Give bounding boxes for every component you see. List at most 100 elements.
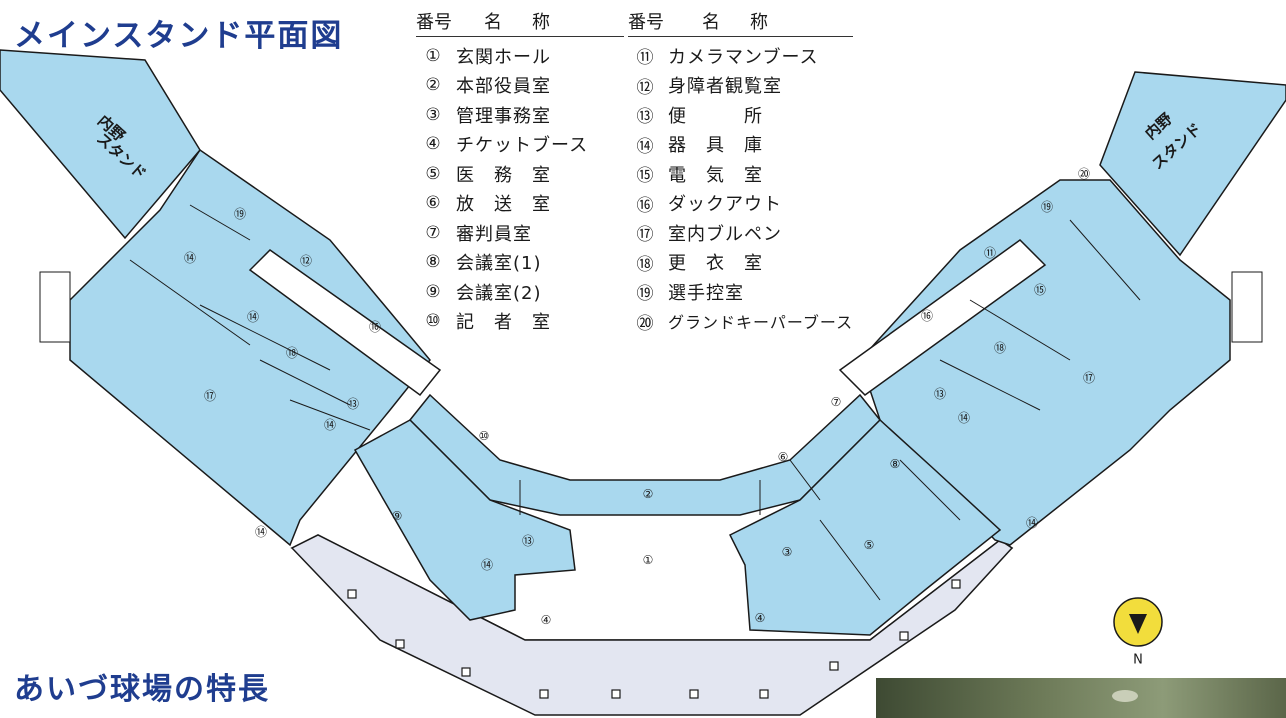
legend-num: ⑱ [636,254,654,275]
room-marker-14-e: ⑭ [481,558,493,572]
page-title: メインスタンド平面図 [14,18,344,54]
legend-name: 更 衣 室 [668,253,763,275]
room-marker-14-c: ⑭ [324,418,336,432]
concourse-posts [347,579,961,699]
room-marker-13-right: ⑬ [934,387,946,401]
legend-row: ① 玄関ホール [416,41,624,71]
legend-num: ⑲ [636,284,654,305]
legend-header-num: 番号 [416,12,452,33]
right-corridor [838,239,1047,396]
stadium-photo [876,678,1286,718]
legend-num: ⑯ [636,195,654,216]
legend-num: ⑪ [636,48,654,69]
legend-num: ④ [425,134,441,155]
room-marker-11: ⑪ [984,246,996,260]
legend-name: チケットブース [456,135,589,157]
room-marker-18-left: ⑱ [286,346,298,360]
legend-name: 会議室(2) [456,282,542,304]
legend-row: ⑦ 審判員室 [416,218,624,248]
room-marker-9: ⑨ [392,509,403,523]
legend-row: ② 本部役員室 [416,71,624,101]
legend-row: ⑨ 会議室(2) [416,277,624,307]
room-marker-13-center: ⑬ [522,534,534,548]
legend-num: ⑬ [636,107,654,128]
room-markers: ① ② ③ ④ ④ ⑤ ⑥ ⑦ ⑧ ⑨ ⑩ ⑪ ⑫ ⑬ ⑬ ⑬ ⑭ ⑭ ⑭ ⑭ … [184,167,1095,627]
legend-header: 番号 名 称 [628,8,854,37]
center-left-block [353,419,576,621]
room-marker-13-left: ⑬ [347,397,359,411]
right-wing [859,179,1231,546]
room-marker-14-b: ⑭ [247,310,259,324]
legend-num: ⑰ [636,225,654,246]
room-marker-16-right: ⑯ [921,309,933,323]
legend-row: ⑯ ダックアウト [628,189,853,219]
room-marker-4-left: ④ [541,613,552,627]
legend-name: 玄関ホール [456,46,551,68]
room-marker-14-g: ⑭ [1026,516,1038,530]
legend-header-name: 名 称 [484,12,556,33]
legend-num: ⑨ [425,281,441,302]
legend-row: ⑭ 器 具 庫 [628,130,853,160]
legend-num: ⑭ [636,136,654,157]
right-stair [1231,271,1263,343]
legend-num: ⑩ [425,311,441,332]
section-subtitle: あいづ球場の特長 [14,672,270,707]
right-stand [1099,71,1286,257]
legend-name: 室内ブルペン [668,223,782,245]
legend-name: グランドキーパーブース [668,313,854,333]
legend-row: ⑳ グランドキーパーブース [628,307,853,337]
legend-name: 記 者 室 [456,312,551,334]
left-stair [39,271,71,343]
legend-name: 医 務 室 [456,164,551,186]
legend-num: ③ [425,104,441,125]
room-marker-19-left: ⑲ [234,207,246,221]
left-stand [0,49,201,240]
legend-num: ⑤ [425,163,441,184]
legend-name: 会議室(1) [456,253,542,275]
room-divisions [129,204,1141,601]
legend-num: ⑧ [425,252,441,273]
north-marker: N [1113,597,1163,668]
room-marker-5: ⑤ [864,538,875,552]
legend-name: ダックアウト [668,194,782,216]
legend-name: 本部役員室 [456,76,551,98]
legend-name: 電 気 室 [668,164,763,186]
legend-row: ⑲ 選手控室 [628,277,853,307]
legend-num: ② [425,75,441,96]
legend-row: ⑩ 記 者 室 [416,307,624,337]
legend-name: カメラマンブース [668,46,819,68]
legend-num: ⑥ [425,193,441,214]
legend-row: ⑪ カメラマンブース [628,41,853,71]
center-right-block [728,418,1002,636]
stadium-photo-light [1112,690,1138,702]
legend-name: 審判員室 [456,223,532,245]
room-marker-14-f: ⑭ [958,411,970,425]
legend-num: ⑦ [425,222,441,243]
room-marker-19-right: ⑲ [1041,200,1053,214]
room-marker-14-a: ⑭ [184,251,196,265]
legend-row: ④ チケットブース [416,130,624,160]
room-marker-16-left: ⑯ [369,320,381,334]
legend-num: ⑳ [636,313,654,334]
room-marker-20: ⑳ [1078,167,1090,181]
room-marker-4-right: ④ [755,611,766,625]
legend-name: 選手控室 [668,282,744,304]
room-marker-7: ⑦ [831,395,842,409]
room-marker-10: ⑩ [479,429,490,443]
room-marker-1: ① [643,553,654,567]
legend-name: 器 具 庫 [668,135,763,157]
legend-num: ① [425,45,441,66]
room-marker-12: ⑫ [300,254,312,268]
legend-row: ⑰ 室内ブルペン [628,218,853,248]
legend-row: ⑤ 医 務 室 [416,159,624,189]
legend-header-name: 名 称 [702,12,774,33]
room-marker-2: ② [643,487,654,501]
room-marker-17-right: ⑰ [1083,371,1095,385]
